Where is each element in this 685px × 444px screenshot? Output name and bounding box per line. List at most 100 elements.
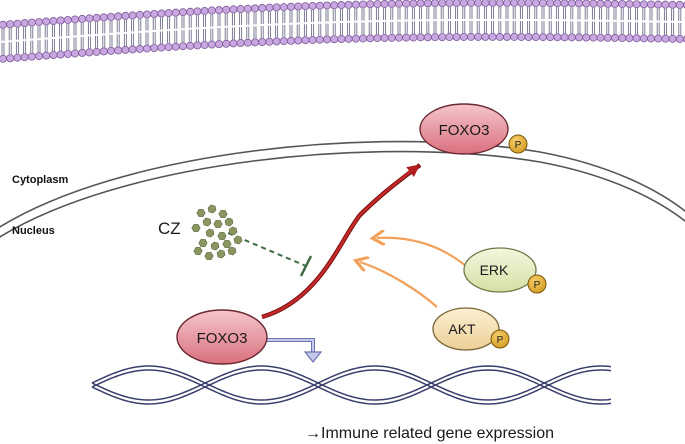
lipid-head xyxy=(135,44,144,53)
lipid-head xyxy=(402,33,411,42)
lipid-head xyxy=(517,32,526,41)
lipid-head xyxy=(56,50,65,59)
akt-label: AKT xyxy=(448,321,476,337)
lipid-head xyxy=(380,0,389,8)
lipid-head xyxy=(308,35,317,44)
cz-particle xyxy=(196,209,206,217)
lipid-head xyxy=(495,32,504,41)
lipid-head xyxy=(351,34,360,43)
lipid-head xyxy=(315,35,324,44)
erk-arrow xyxy=(377,238,467,267)
lipid-head xyxy=(618,33,627,42)
lipid-head xyxy=(214,40,223,49)
lipid-head xyxy=(517,0,526,7)
lipid-head xyxy=(445,0,454,8)
cz-particle xyxy=(216,249,226,259)
lipid-head xyxy=(452,0,461,8)
lipid-head xyxy=(474,0,483,7)
lipid-head xyxy=(503,0,511,7)
lipid-head xyxy=(409,33,418,42)
dna-helix xyxy=(91,365,612,405)
lipid-head xyxy=(510,32,519,41)
cz-particle xyxy=(228,226,238,236)
lipid-head xyxy=(294,36,303,45)
lipid-head xyxy=(42,17,51,26)
lipid-head xyxy=(445,33,454,42)
cz-inhibition xyxy=(227,232,313,277)
lipid-head xyxy=(71,15,80,24)
gene-expression-label: →Immune related gene expression xyxy=(305,425,554,442)
lipid-head xyxy=(164,9,173,18)
lipid-head xyxy=(63,15,72,24)
lipid-head xyxy=(35,18,44,27)
lipid-head xyxy=(164,43,173,52)
lipid-head xyxy=(524,32,533,41)
lipid-head xyxy=(272,37,281,46)
lipid-head xyxy=(553,33,562,42)
lipid-head xyxy=(258,38,267,47)
lipid-head xyxy=(20,19,29,28)
lipid-head xyxy=(467,0,475,7)
lipid-head xyxy=(488,0,497,7)
lipid-head xyxy=(35,52,44,61)
lipid-head xyxy=(286,2,295,11)
cz-drug-particles xyxy=(191,204,243,260)
erk-label: ERK xyxy=(480,262,509,278)
lipid-head xyxy=(286,36,295,45)
lipid-head xyxy=(186,7,195,16)
lipid-head xyxy=(71,49,80,58)
lipid-head xyxy=(222,39,231,48)
lipid-head xyxy=(207,6,216,15)
lipid-head xyxy=(193,7,202,16)
lipid-head xyxy=(524,0,533,7)
lipid-head xyxy=(135,10,144,19)
lipid-head xyxy=(431,0,439,8)
lipid-head xyxy=(394,33,403,42)
lipid-head xyxy=(322,35,331,44)
cz-particle xyxy=(198,239,208,247)
lipid-head xyxy=(344,0,353,9)
lipid-head xyxy=(128,45,137,54)
lipid-head xyxy=(214,6,223,15)
lipid-head xyxy=(539,33,548,42)
lipid-head xyxy=(265,3,274,12)
akt-arrow xyxy=(360,262,438,308)
erk-node: ERK P xyxy=(463,247,547,294)
foxo3-top-label: FOXO3 xyxy=(439,122,490,139)
lipid-head xyxy=(0,20,7,29)
lipid-head xyxy=(337,35,346,44)
lipid-head xyxy=(265,37,274,46)
lipid-head xyxy=(589,0,598,8)
lipid-head xyxy=(416,33,425,42)
lipid-head xyxy=(222,5,231,14)
lipid-head xyxy=(351,0,360,9)
lipid-head xyxy=(647,34,656,43)
lipid-head xyxy=(107,46,116,55)
lipid-head xyxy=(438,33,447,42)
lipid-head xyxy=(207,40,216,49)
cz-particle xyxy=(222,240,232,248)
lipid-head xyxy=(380,33,389,42)
lipid-head xyxy=(142,44,151,53)
lipid-head xyxy=(582,0,591,8)
lipid-head xyxy=(611,33,620,42)
lipid-head xyxy=(85,48,94,57)
cz-particle xyxy=(193,247,203,255)
lipid-head xyxy=(344,34,353,43)
lipid-head xyxy=(78,14,87,23)
lipid-head xyxy=(459,32,468,41)
lipid-head xyxy=(250,38,259,47)
cz-particle xyxy=(218,210,228,218)
cz-particle xyxy=(224,217,234,227)
lipid-head xyxy=(301,36,310,45)
lipid-head xyxy=(560,33,569,42)
lipid-head xyxy=(625,0,634,9)
lipid-head xyxy=(488,32,497,41)
lipid-head xyxy=(128,11,137,20)
lipid-head xyxy=(387,33,396,42)
lipid-head xyxy=(200,40,209,49)
lipid-head xyxy=(560,0,569,8)
lipid-head xyxy=(121,45,130,54)
lipid-head xyxy=(567,0,576,8)
foxo3-cytoplasmic-node: FOXO3 P xyxy=(419,103,528,155)
